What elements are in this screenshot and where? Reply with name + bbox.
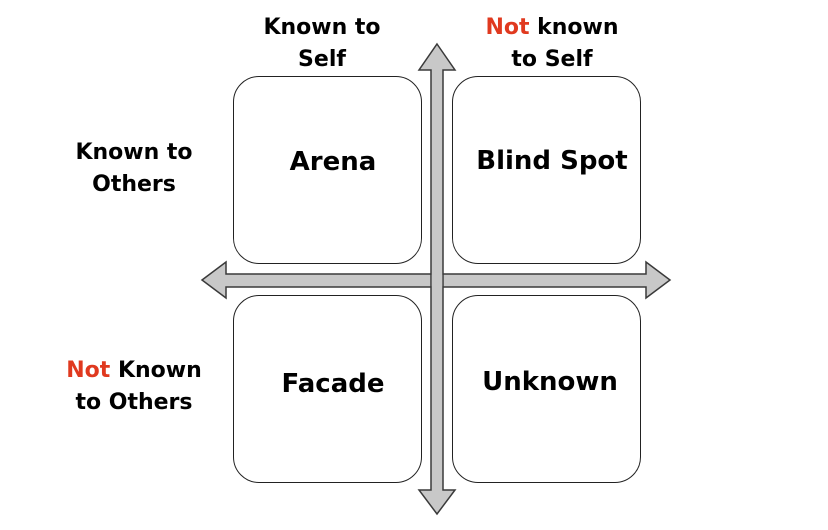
not-highlight: Not	[485, 15, 530, 40]
row-header-not-known-to-others-line1-rest: Known	[110, 358, 202, 383]
column-header-not-known-to-self-line1: Not known	[452, 12, 652, 44]
column-header-not-known-to-self-line2: to Self	[511, 47, 593, 72]
row-header-known-to-others-line1: Known to	[75, 140, 193, 165]
row-header-not-known-to-others-line2: to Others	[75, 390, 193, 415]
column-header-known-to-self-line1: Known to	[263, 15, 381, 40]
quadrant-label-blind-spot: Blind Spot	[476, 146, 628, 176]
quadrant-label-arena: Arena	[289, 147, 377, 177]
column-header-known-to-self-line2: Self	[298, 47, 346, 72]
quadrant-blind-spot	[452, 76, 641, 264]
row-header-known-to-others: Known to Others	[50, 137, 218, 201]
row-header-not-known-to-others: Not Known to Others	[46, 355, 222, 419]
row-header-known-to-others-line2: Others	[92, 172, 176, 197]
column-header-not-known-to-self: Not known to Self	[452, 12, 652, 76]
quadrant-label-facade: Facade	[281, 369, 385, 399]
quadrant-label-unknown: Unknown	[482, 367, 618, 397]
row-header-not-known-to-others-line1: Not Known	[46, 355, 222, 387]
quadrant-arena	[233, 76, 422, 264]
quadrant-unknown	[452, 295, 641, 483]
axis-crossing	[431, 274, 443, 287]
column-header-not-known-to-self-line1-rest: known	[529, 15, 619, 40]
quadrant-facade	[233, 295, 422, 483]
not-highlight: Not	[66, 358, 111, 383]
column-header-known-to-self: Known to Self	[232, 12, 412, 76]
